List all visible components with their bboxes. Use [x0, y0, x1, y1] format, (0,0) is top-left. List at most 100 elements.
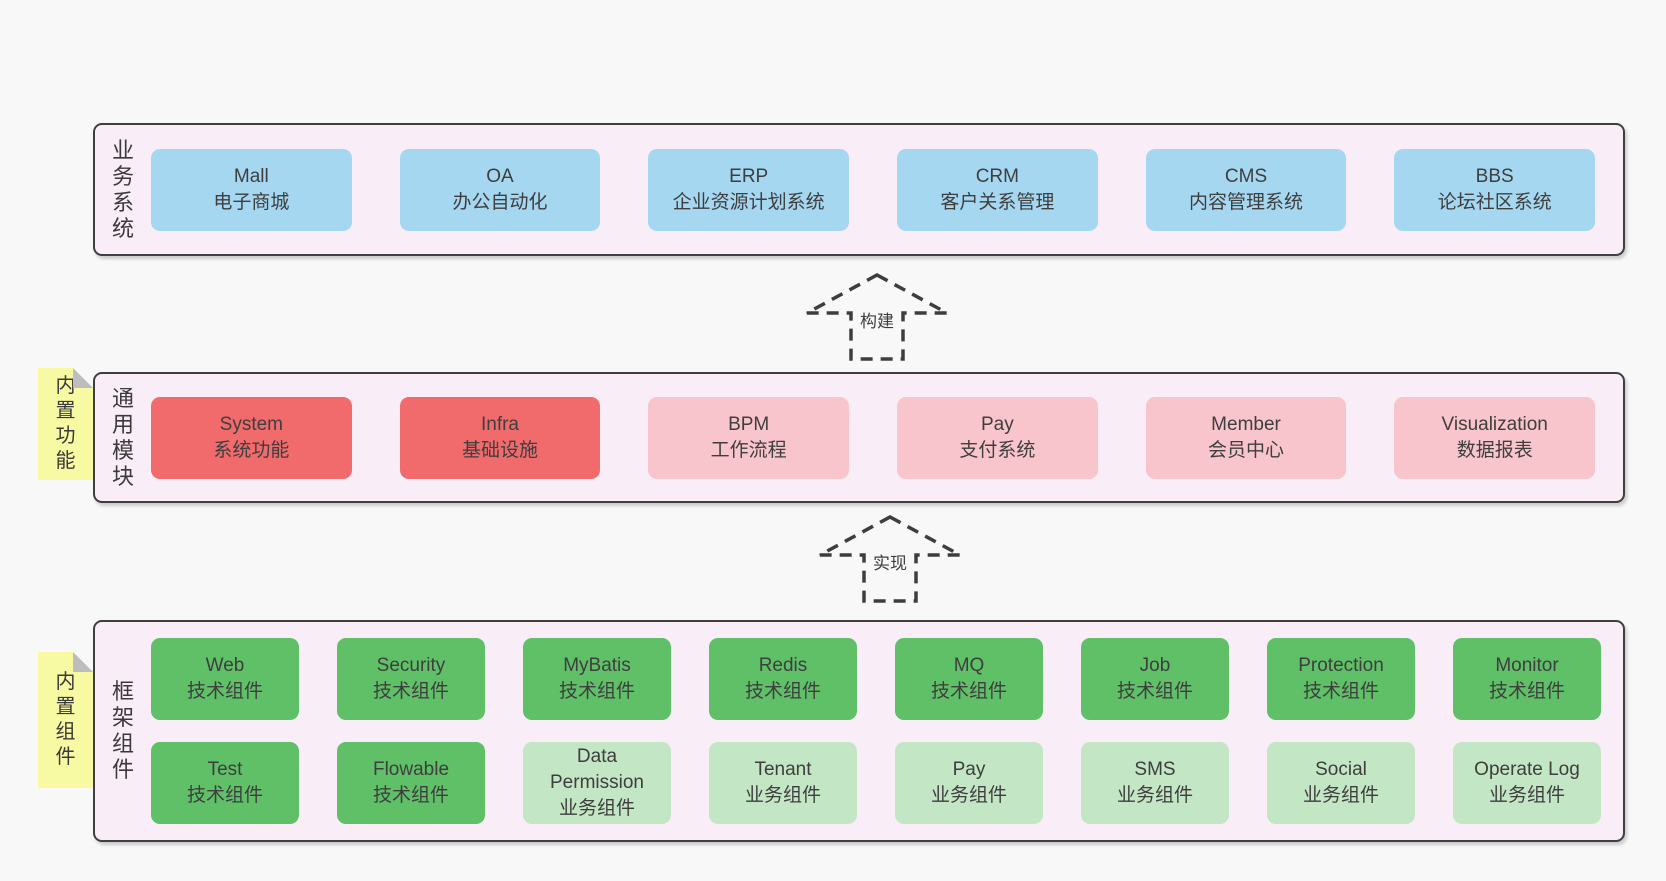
component-subtitle: 基础设施	[462, 439, 539, 461]
component-title: Protection	[1298, 655, 1384, 676]
component-box: Data Permission 业务组件	[523, 742, 671, 824]
component-subtitle: 业务组件	[1302, 785, 1379, 806]
component-subtitle: 技术组件	[930, 681, 1007, 702]
component-box: MQ 技术组件	[895, 638, 1043, 720]
sticky-builtin-functions-label: 内置功能	[55, 375, 76, 472]
component-title: ERP	[729, 165, 769, 187]
component-subtitle: 论坛社区系统	[1437, 191, 1552, 213]
component-title: Flowable	[372, 759, 450, 780]
component-subtitle: 技术组件	[372, 785, 449, 806]
arrow-implement-label: 实现	[869, 549, 911, 574]
component-subtitle: 数据报表	[1456, 439, 1533, 461]
component-title: Operate Log	[1474, 759, 1580, 780]
component-box: MyBatis 技术组件	[523, 638, 671, 720]
component-title: Security	[376, 655, 446, 676]
component-title: Infra	[480, 413, 520, 435]
component-box: Security 技术组件	[337, 638, 485, 720]
component-title: Test	[207, 759, 243, 780]
component-title: Web	[205, 655, 245, 676]
layer-label-column: 框架组件	[95, 622, 151, 840]
component-subtitle: 技术组件	[1302, 681, 1379, 702]
component-box: Social 业务组件	[1267, 742, 1415, 824]
component-title: Pay	[980, 413, 1014, 435]
folded-corner-icon	[73, 368, 93, 388]
component-box: Visualization 数据报表	[1394, 396, 1596, 479]
component-subtitle: 内容管理系统	[1189, 191, 1304, 213]
component-title: Monitor	[1495, 655, 1559, 676]
component-title: Tenant	[754, 759, 812, 780]
layer-label-column: 业务系统	[95, 125, 151, 254]
component-box: BBS 论坛社区系统	[1394, 148, 1596, 231]
component-subtitle: 业务组件	[1116, 785, 1193, 806]
component-box: Pay 支付系统	[897, 396, 1098, 479]
component-title: Data Permission	[550, 746, 644, 793]
component-title: CRM	[975, 165, 1019, 187]
component-subtitle: 技术组件	[186, 785, 263, 806]
component-subtitle: 技术组件	[372, 681, 449, 702]
component-title: BPM	[728, 413, 770, 435]
component-title: Member	[1211, 413, 1281, 435]
component-box: System 系统功能	[151, 396, 352, 479]
layer-label-column: 通用模块	[95, 374, 151, 501]
component-box: Operate Log 业务组件	[1453, 742, 1601, 824]
component-box: Test 技术组件	[151, 742, 299, 824]
component-title: MyBatis	[563, 655, 631, 676]
component-subtitle: 工作流程	[710, 439, 787, 461]
component-box: Tenant 业务组件	[709, 742, 857, 824]
arrow-build: 构建	[802, 271, 952, 363]
component-box: CRM 客户关系管理	[897, 148, 1098, 231]
component-subtitle: 技术组件	[1488, 681, 1565, 702]
component-box: BPM 工作流程	[648, 396, 850, 479]
common-modules-boxes: System 系统功能 Infra 基础设施 BPM 工作流程 Pay 支付系统…	[151, 374, 1623, 501]
component-subtitle: 电子商城	[213, 191, 290, 213]
component-title: Pay	[952, 759, 986, 780]
component-box: SMS 业务组件	[1081, 742, 1229, 824]
component-subtitle: 支付系统	[959, 439, 1036, 461]
component-title: Mall	[233, 165, 269, 187]
component-subtitle: 技术组件	[1116, 681, 1193, 702]
arrow-build-label: 构建	[856, 307, 898, 332]
component-title: OA	[486, 165, 514, 187]
component-subtitle: 技术组件	[558, 681, 635, 702]
component-box: Job 技术组件	[1081, 638, 1229, 720]
block-arrow-up-icon	[806, 273, 948, 361]
component-box: CMS 内容管理系统	[1145, 148, 1347, 231]
component-box: Member 会员中心	[1145, 396, 1347, 479]
component-subtitle: 业务组件	[1488, 785, 1565, 806]
component-box: Flowable 技术组件	[337, 742, 485, 824]
component-subtitle: 企业资源计划系统	[672, 191, 825, 213]
sticky-note-builtin-components: 内置组件	[38, 652, 93, 788]
arrow-implement: 实现	[815, 513, 965, 605]
component-subtitle: 业务组件	[930, 785, 1007, 806]
component-title: Redis	[758, 655, 808, 676]
layer-business-systems: 业务系统 Mall 电子商城 OA 办公自动化 ERP 企业资源计划系统 CRM…	[93, 123, 1625, 256]
sticky-builtin-components-label: 内置组件	[55, 671, 76, 768]
framework-components-boxes: Web 技术组件 Security 技术组件 MyBatis 技术组件 Redi…	[151, 622, 1623, 840]
component-box: ERP 企业资源计划系统	[648, 148, 850, 231]
component-box: Mall 电子商城	[151, 148, 352, 231]
component-title: Visualization	[1441, 413, 1548, 435]
sticky-note-builtin-functions: 内置功能	[38, 368, 93, 480]
component-box: Protection 技术组件	[1267, 638, 1415, 720]
layer-common-modules: 通用模块 System 系统功能 Infra 基础设施 BPM 工作流程 Pay…	[93, 372, 1625, 503]
component-title: Social	[1315, 759, 1367, 780]
component-box: Pay 业务组件	[895, 742, 1043, 824]
component-box: Redis 技术组件	[709, 638, 857, 720]
component-title: SMS	[1134, 759, 1176, 780]
component-title: MQ	[953, 655, 985, 676]
folded-corner-icon	[73, 652, 93, 672]
component-subtitle: 业务组件	[744, 785, 821, 806]
component-title: BBS	[1475, 165, 1514, 187]
layer-title-framework-components: 框架组件	[111, 679, 134, 782]
component-subtitle: 系统功能	[213, 439, 290, 461]
component-subtitle: 技术组件	[186, 681, 263, 702]
component-box: OA 办公自动化	[399, 148, 601, 231]
business-systems-boxes: Mall 电子商城 OA 办公自动化 ERP 企业资源计划系统 CRM 客户关系…	[151, 125, 1623, 254]
component-box: Infra 基础设施	[399, 396, 601, 479]
block-arrow-up-icon	[819, 515, 961, 603]
component-title: System	[219, 413, 284, 435]
layer-title-business-systems: 业务系统	[111, 137, 134, 241]
component-subtitle: 客户关系管理	[940, 191, 1055, 213]
component-title: CMS	[1224, 165, 1268, 187]
